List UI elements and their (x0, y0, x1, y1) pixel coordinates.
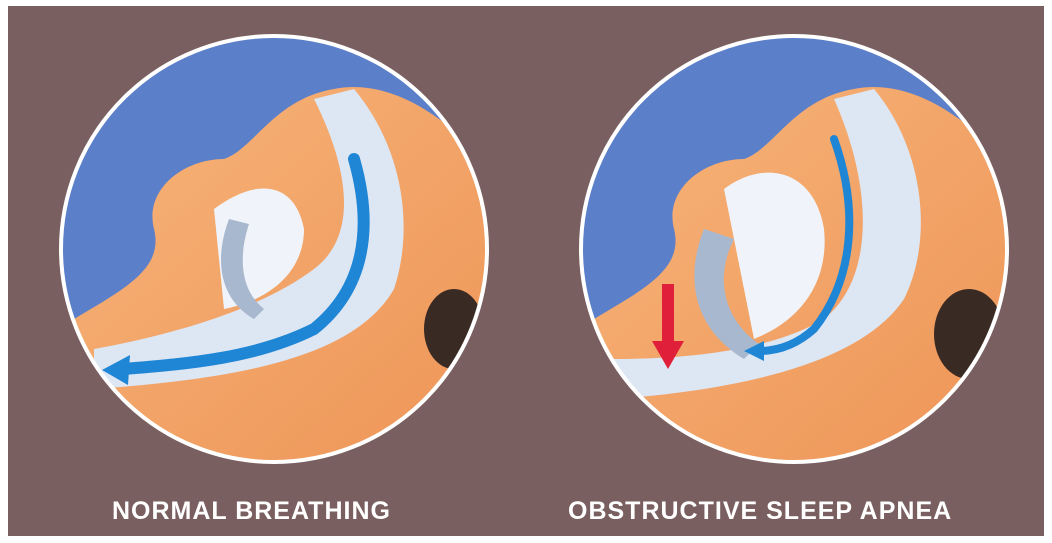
hair-shadow (424, 289, 484, 369)
obstruction-arrow-icon (662, 284, 674, 344)
normal-breathing-svg (54, 29, 494, 469)
normal-breathing-caption: NORMAL BREATHING (112, 497, 391, 526)
sleep-apnea-caption: OBSTRUCTIVE SLEEP APNEA (568, 497, 952, 526)
hair-shadow (934, 289, 1004, 379)
sleep-apnea-illustration (574, 29, 1014, 469)
sleep-apnea-svg (574, 29, 1014, 469)
normal-breathing-illustration (54, 29, 494, 469)
